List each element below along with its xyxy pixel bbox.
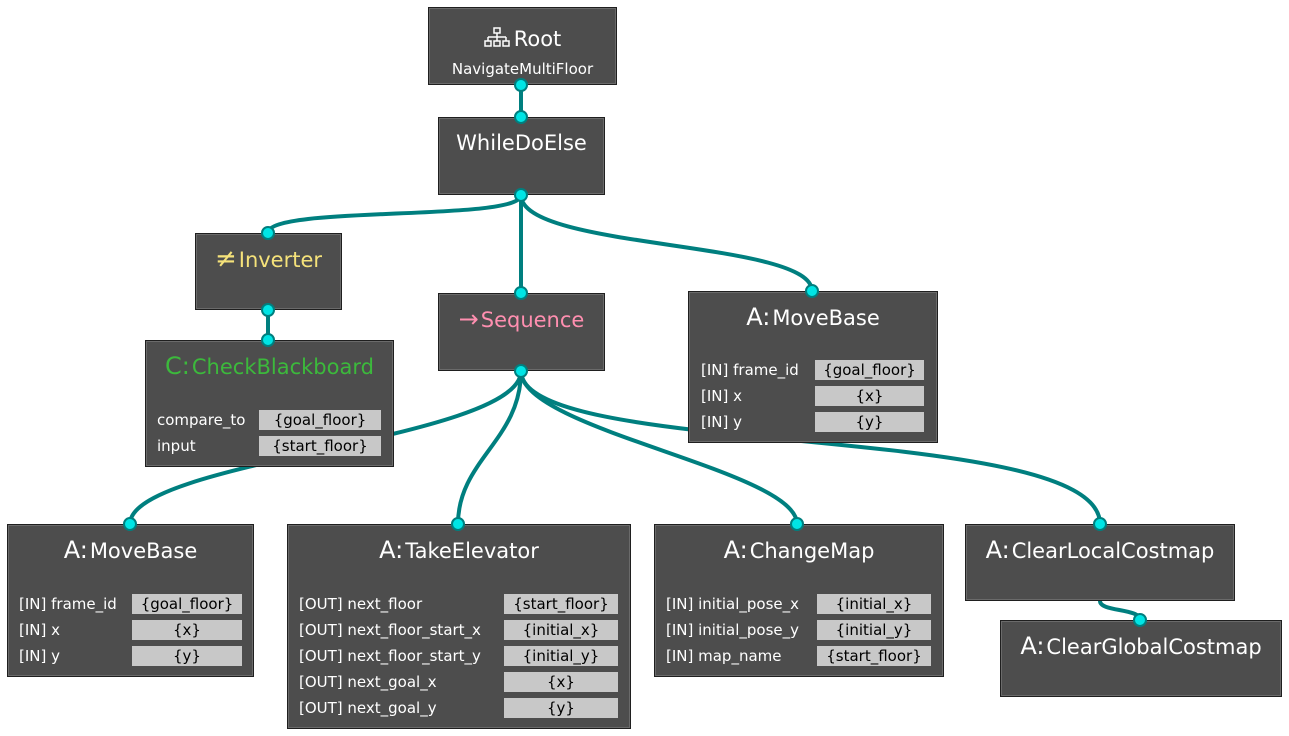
port-label: [IN] map_name (666, 647, 782, 665)
port-value[interactable]: {start_floor} (504, 594, 618, 614)
movebase-top-node[interactable]: A:MoveBase [IN] frame_id {goal_floor} [I… (688, 291, 938, 443)
port-label: [IN] y (701, 413, 742, 431)
edge-whiledoelse-inverter (266, 194, 523, 234)
port-value[interactable]: {y} (504, 698, 618, 718)
changemap-node[interactable]: A:ChangeMap [IN] initial_pose_x {initial… (654, 524, 944, 677)
sequence-output-port[interactable] (514, 364, 528, 378)
edge-whiledoelse-movebase (519, 194, 814, 292)
port-value[interactable]: {y} (132, 646, 242, 666)
port-label: [IN] frame_id (701, 361, 799, 379)
whiledoelse-node[interactable]: WhileDoElse (438, 117, 605, 195)
changemap-input-port[interactable] (790, 517, 804, 531)
port-label: [IN] initial_pose_y (666, 621, 799, 639)
whiledoelse-title: WhileDoElse (456, 131, 587, 155)
port-value[interactable]: {x} (815, 386, 924, 406)
condition-prefix: C: (165, 352, 190, 380)
port-value[interactable]: {goal_floor} (815, 360, 924, 380)
port-label: [IN] initial_pose_x (666, 595, 799, 613)
changemap-title: ChangeMap (749, 539, 875, 563)
port-value[interactable]: {initial_y} (817, 620, 931, 640)
checkblackboard-title: CheckBlackboard (191, 355, 374, 379)
movebase-bottom-title: MoveBase (89, 539, 198, 563)
port-label: compare_to (157, 411, 246, 429)
port-value[interactable]: {x} (132, 620, 242, 640)
edge-sequence-takeelevator (456, 370, 523, 525)
clearlocalcostmap-input-port[interactable] (1093, 517, 1107, 531)
sequence-title: Sequence (480, 308, 585, 332)
inverter-node[interactable]: ≠Inverter (195, 233, 342, 310)
port-label: [IN] x (19, 621, 60, 639)
takeelevator-title: TakeElevator (405, 539, 539, 563)
checkblackboard-input-port[interactable] (261, 333, 275, 347)
port-value[interactable]: {initial_x} (817, 594, 931, 614)
port-value[interactable]: {initial_x} (504, 620, 618, 640)
action-prefix: A: (379, 536, 404, 564)
clearlocalcostmap-node[interactable]: A:ClearLocalCostmap (965, 524, 1235, 601)
port-label: [OUT] next_floor (299, 595, 423, 613)
root-output-port[interactable] (514, 78, 528, 92)
movebase-top-title: MoveBase (772, 306, 880, 330)
port-label: [IN] y (19, 647, 60, 665)
port-label: [OUT] next_goal_y (299, 699, 437, 717)
action-prefix: A: (63, 536, 88, 564)
port-value[interactable]: {goal_floor} (259, 410, 381, 430)
action-prefix: A: (746, 303, 771, 331)
action-prefix: A: (723, 536, 748, 564)
action-prefix: A: (985, 536, 1010, 564)
not-equal-icon: ≠ (214, 244, 237, 274)
arrow-right-icon: → (458, 305, 479, 333)
port-value[interactable]: {initial_y} (504, 646, 618, 666)
port-label: [IN] frame_id (19, 595, 117, 613)
inverter-title: Inverter (238, 248, 323, 272)
port-label: [IN] x (701, 387, 742, 405)
port-label: input (157, 437, 196, 455)
clearlocalcostmap-title: ClearLocalCostmap (1011, 539, 1215, 563)
whiledoelse-input-port[interactable] (514, 110, 528, 124)
port-label: [OUT] next_floor_start_x (299, 621, 481, 639)
port-value[interactable]: {goal_floor} (132, 594, 242, 614)
clearglobalcostmap-input-port[interactable] (1133, 613, 1147, 627)
movebase-top-input-port[interactable] (805, 284, 819, 298)
root-node[interactable]: Root NavigateMultiFloor (428, 7, 617, 85)
port-value[interactable]: {y} (815, 412, 924, 432)
inverter-input-port[interactable] (261, 226, 275, 240)
takeelevator-input-port[interactable] (451, 517, 465, 531)
action-prefix: A: (1020, 632, 1045, 660)
root-title: Root (513, 27, 562, 51)
port-value[interactable]: {x} (504, 672, 618, 692)
port-value[interactable]: {start_floor} (259, 436, 381, 456)
movebase-bottom-node[interactable]: A:MoveBase [IN] frame_id {goal_floor} [I… (7, 524, 254, 677)
port-label: [OUT] next_floor_start_y (299, 647, 481, 665)
clearglobalcostmap-node[interactable]: A:ClearGlobalCostmap (1000, 620, 1282, 697)
sequence-input-port[interactable] (514, 286, 528, 300)
root-subtitle: NavigateMultiFloor (451, 60, 594, 78)
inverter-output-port[interactable] (261, 303, 275, 317)
port-value[interactable]: {start_floor} (817, 646, 931, 666)
clearglobalcostmap-title: ClearGlobalCostmap (1046, 635, 1262, 659)
takeelevator-node[interactable]: A:TakeElevator [OUT] next_floor {start_f… (287, 524, 631, 729)
port-label: [OUT] next_goal_x (299, 673, 437, 691)
checkblackboard-node[interactable]: C:CheckBlackboard compare_to {goal_floor… (145, 340, 394, 467)
sequence-node[interactable]: →Sequence (438, 293, 605, 371)
movebase-bottom-input-port[interactable] (123, 517, 137, 531)
tree-icon (483, 27, 510, 47)
whiledoelse-output-port[interactable] (514, 188, 528, 202)
